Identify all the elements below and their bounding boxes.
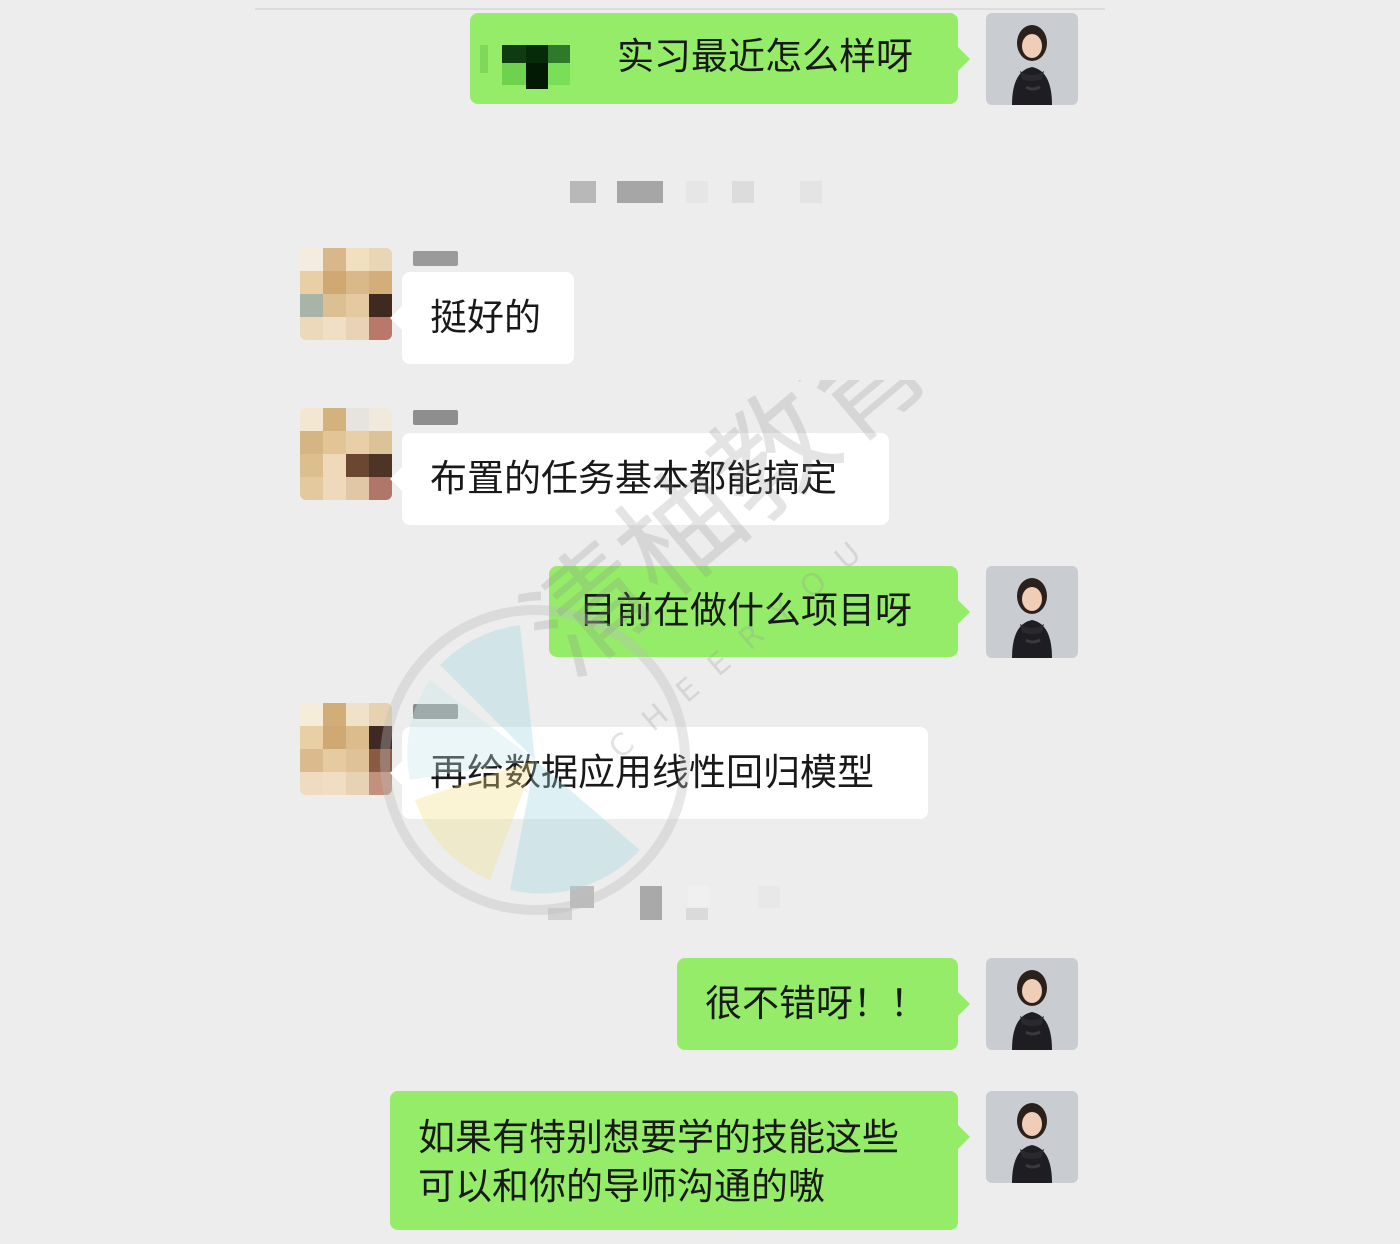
outgoing-message-bubble[interactable]: 很不错呀！！ — [677, 958, 970, 1050]
message-text: 很不错呀！！ — [705, 982, 927, 1025]
mentor-photo-avatar-icon — [986, 958, 1078, 1050]
message-text: 挺好的 — [430, 296, 541, 339]
mentor-avatar[interactable] — [986, 958, 1078, 1050]
blurred-sender-name — [413, 410, 458, 425]
mentor-avatar[interactable] — [986, 13, 1078, 105]
pixelated-avatar-icon — [300, 248, 392, 340]
redacted-sticker-icon — [480, 45, 570, 89]
student-avatar[interactable] — [300, 248, 392, 340]
outgoing-message-bubble[interactable]: 实习最近怎么样呀 — [470, 13, 970, 104]
pixelated-avatar-icon — [300, 408, 392, 500]
blurred-sender-name — [413, 251, 458, 266]
student-avatar[interactable] — [300, 408, 392, 500]
blurred-sender-name — [413, 704, 458, 719]
mentor-photo-avatar-icon — [986, 13, 1078, 105]
pixelated-avatar-icon — [300, 703, 392, 795]
top-divider — [255, 8, 1105, 10]
incoming-message-bubble[interactable]: 布置的任务基本都能搞定 — [390, 433, 889, 525]
incoming-message-bubble[interactable]: 挺好的 — [390, 272, 574, 364]
outgoing-message-bubble[interactable]: 如果有特别想要学的技能这些 可以和你的导师沟通的嗷 — [390, 1091, 970, 1230]
student-avatar[interactable] — [300, 703, 392, 795]
blurred-timestamp — [548, 886, 828, 920]
incoming-message-bubble[interactable]: 再给数据应用线性回归模型 — [390, 727, 928, 819]
outgoing-message-bubble[interactable]: 目前在做什么项目呀 — [549, 566, 970, 657]
mentor-photo-avatar-icon — [986, 1091, 1078, 1183]
message-text: 布置的任务基本都能搞定 — [430, 457, 837, 500]
message-text: 实习最近怎么样呀 — [617, 35, 913, 78]
mentor-photo-avatar-icon — [986, 566, 1078, 658]
mentor-avatar[interactable] — [986, 1091, 1078, 1183]
message-text: 目前在做什么项目呀 — [579, 589, 912, 632]
message-text-line: 可以和你的导师沟通的嗷 — [418, 1165, 825, 1208]
blurred-timestamp — [570, 181, 830, 203]
message-text-line: 如果有特别想要学的技能这些 — [418, 1116, 899, 1159]
message-text: 再给数据应用线性回归模型 — [430, 751, 874, 794]
mentor-avatar[interactable] — [986, 566, 1078, 658]
